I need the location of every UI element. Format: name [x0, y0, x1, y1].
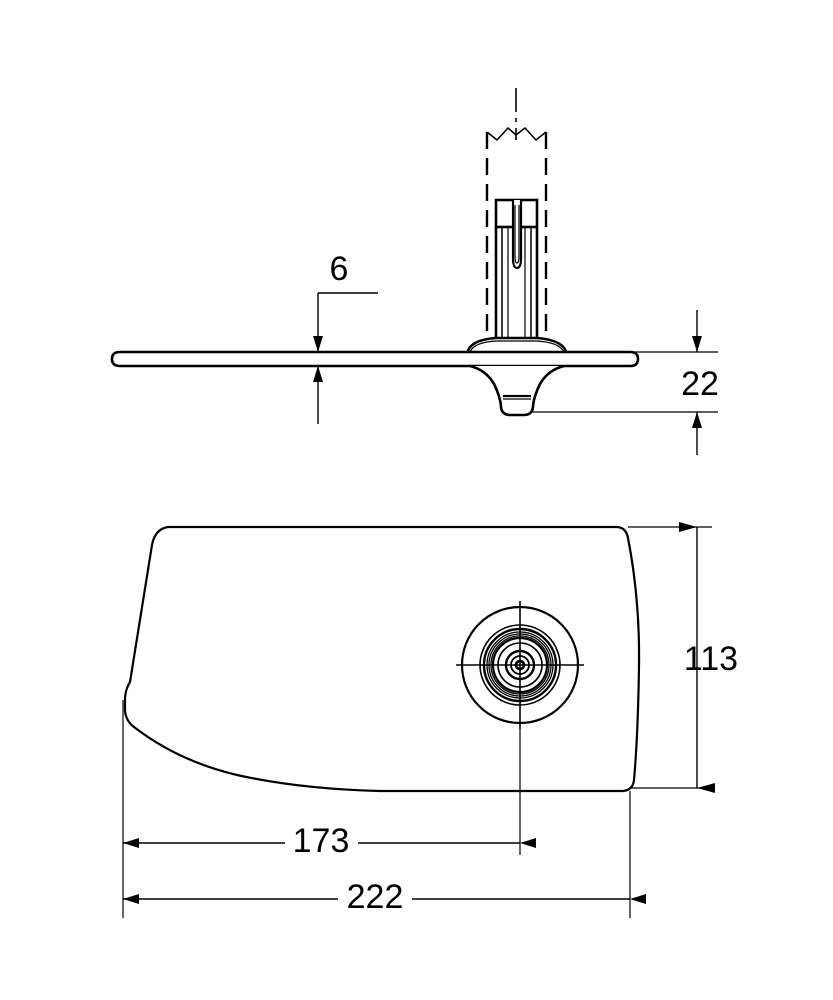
hole-centerlines	[456, 601, 584, 729]
body-outline	[123, 525, 641, 793]
plate-profile	[110, 350, 640, 368]
dimension-label-depth: 113	[684, 640, 738, 678]
bottom-plan-view: 113 173 222	[122, 522, 738, 918]
escutcheon-collar	[465, 336, 569, 356]
side-elevation-view: 6 22	[110, 88, 719, 455]
dimension-hole-offset: 173	[122, 700, 536, 860]
dimension-overall-width: 222	[122, 791, 646, 918]
dimension-plate-thickness: 6	[313, 250, 378, 424]
break-line	[486, 127, 547, 141]
dimension-mount-height: 22	[530, 310, 719, 455]
dimension-label-width: 222	[347, 878, 404, 916]
dimension-label-thickness: 6	[330, 250, 349, 288]
dimension-label-offset: 173	[293, 822, 350, 860]
dimension-label-height: 22	[681, 365, 719, 403]
stem-body	[494, 198, 539, 345]
stem-hidden-outline	[485, 132, 548, 352]
drain-nozzle	[469, 364, 565, 417]
dimension-depth: 113	[628, 522, 738, 793]
